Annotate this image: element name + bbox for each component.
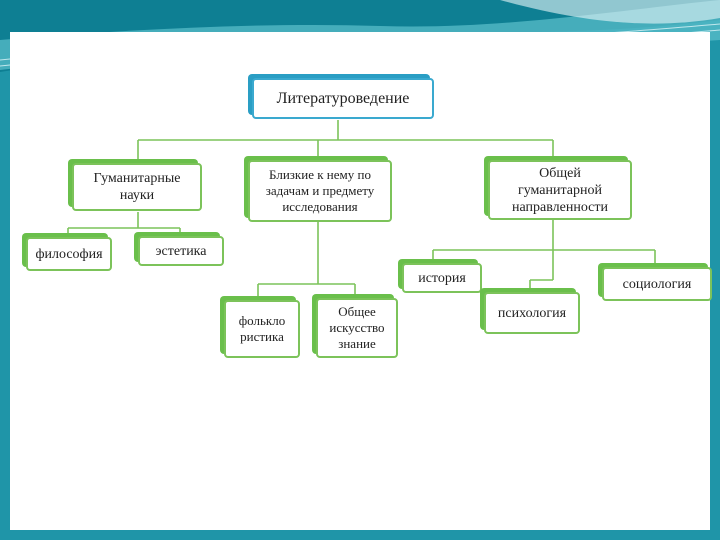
node-gumanitarnye-nauki: Гуманитарные науки [68,159,202,211]
node-obshchey-napravlennosti: Общей гуманитарной направленности [484,156,632,220]
node-label: социология [602,267,712,301]
node-label: история [402,263,482,293]
node-label: эстетика [138,236,224,266]
node-label: Гуманитарные науки [72,163,202,211]
node-label: Общее искусство знание [316,298,398,358]
node-label: психология [484,292,580,334]
node-psihologiya: психология [480,288,580,334]
node-label: Литературоведение [252,78,434,119]
node-label: фолькло ристика [224,300,300,358]
node-folkloristika: фолькло ристика [220,296,300,358]
node-blizkie: Близкие к нему по задачам и предмету исс… [244,156,392,222]
node-filosofiya: философия [22,233,112,271]
node-label: Общей гуманитарной направленности [488,160,632,220]
node-sociologiya: социология [598,263,712,301]
node-literaturovedenie: Литературоведение [248,74,434,119]
node-obshchee-iskusstvoznanie: Общее искусство знание [312,294,398,358]
node-label: философия [26,237,112,271]
node-istoriya: история [398,259,482,293]
node-label: Близкие к нему по задачам и предмету исс… [248,160,392,222]
node-estetika: эстетика [134,232,224,266]
